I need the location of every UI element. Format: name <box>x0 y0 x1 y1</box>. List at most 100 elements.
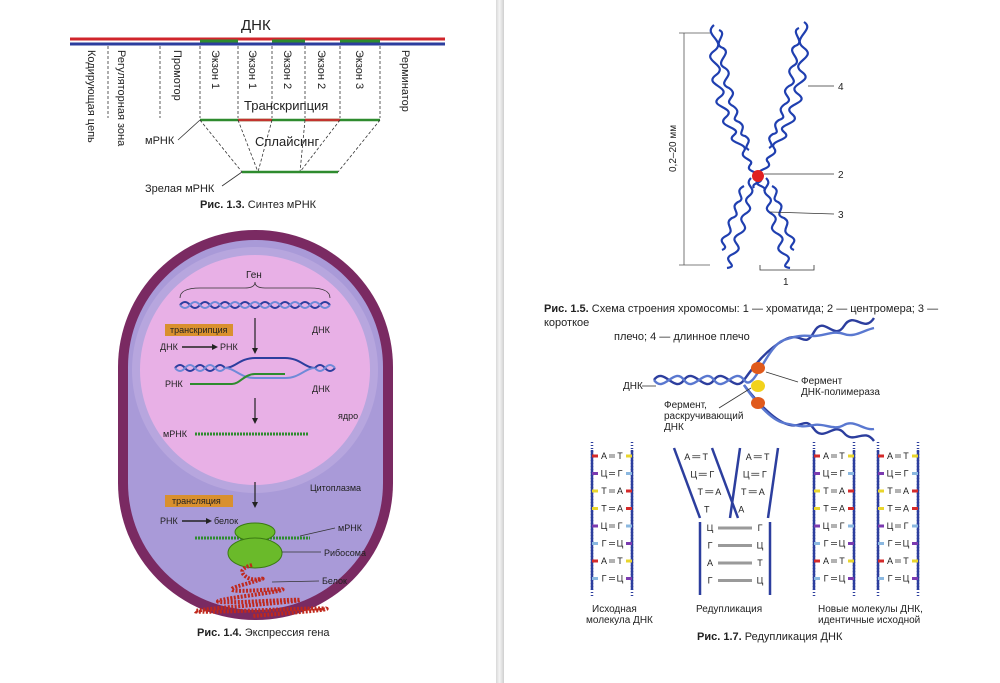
gene-brace <box>179 281 331 299</box>
caption-fig-1-7: Рис. 1.7. Редупликация ДНК <box>697 631 842 643</box>
figure-chromosome: 0,2–20 мм 4 2 3 1 <box>668 21 844 288</box>
left-page: ДНК Кодирующая цепь Регуляторная зона Пр… <box>0 0 496 683</box>
base-letter: А <box>839 486 845 496</box>
base-letter: Ц <box>690 469 697 479</box>
base-letter: Ц <box>617 574 624 584</box>
dna-label-1: ДНК <box>312 325 331 335</box>
base-letter: Ц <box>617 539 624 549</box>
base-letter: Т <box>839 451 845 461</box>
label-1: 1 <box>783 277 789 288</box>
base-letter: Т <box>887 504 893 514</box>
dna-helix-top <box>179 301 331 309</box>
label-replication: Редупликация <box>696 604 762 615</box>
cytoplasm-label: Цитоплазма <box>310 483 361 493</box>
segment-label-exon-2a: Экзон 2 <box>281 50 293 89</box>
base-letter: Ц <box>601 469 608 479</box>
base-letter: Т <box>601 486 607 496</box>
caption-text: Редупликация ДНК <box>744 631 843 643</box>
label-3: 3 <box>838 210 844 221</box>
segment-dividers <box>107 46 381 118</box>
figure-mrna-synthesis: ДНК Кодирующая цепь Регуляторная зона Пр… <box>70 17 445 195</box>
caption-number: Рис. 1.3. <box>200 199 245 211</box>
base-letter: Ц <box>839 539 846 549</box>
chromatid-left <box>709 24 766 270</box>
nucleus <box>140 255 370 485</box>
base-letter: А <box>823 451 829 461</box>
ribosome-label: Рибосома <box>324 548 366 558</box>
base-letter: А <box>601 451 607 461</box>
mature-mrna-pointer <box>221 171 243 187</box>
dna-to-rna-target: РНК <box>220 342 239 352</box>
base-letter: А <box>903 504 909 514</box>
segment-label-terminator: Рерминатор <box>399 50 411 112</box>
base-letter: Ц <box>601 521 608 531</box>
base-letter: Т <box>839 556 845 566</box>
base-letter: А <box>759 487 765 497</box>
figure-dna-replication: ДНК Фермент ДНК-полимераза Фермент, раск… <box>586 317 923 626</box>
transcription-bubble <box>174 357 336 385</box>
caption-number: Рис. 1.4. <box>197 627 242 639</box>
base-letter: Т <box>757 558 763 568</box>
protein-pointer <box>271 580 320 583</box>
transcription-badge-text: транскрипция <box>170 325 228 335</box>
base-letter: Г <box>824 539 829 549</box>
base-letter: Ц <box>903 574 910 584</box>
fork-strand <box>672 447 702 519</box>
base-letter: Т <box>823 486 829 496</box>
base-letter: Ц <box>757 576 764 586</box>
dna-to-rna-arrowhead <box>212 344 218 350</box>
transcription-badge <box>165 324 233 336</box>
pointer-3 <box>769 211 835 215</box>
dna-title: ДНК <box>241 17 271 34</box>
base-letter: Ц <box>823 521 830 531</box>
caption-fig-1-4: Рис. 1.4. Экспрессия гена <box>197 627 330 639</box>
right-page: 0,2–20 мм 4 2 3 1 Рис. 1.5. Схема строен… <box>504 0 1000 683</box>
base-letter: Г <box>888 574 893 584</box>
base-letter: Т <box>698 487 704 497</box>
base-letter: Г <box>618 469 623 479</box>
base-letter: Г <box>602 539 607 549</box>
nucleus-mrna-label: мРНК <box>163 429 188 439</box>
base-letter: Ц <box>757 541 764 551</box>
label-original-line1: Исходная <box>592 604 637 615</box>
unwinding-pointer <box>718 387 752 409</box>
polymerase-pointer <box>765 371 799 383</box>
segment-label-regulatory: Регуляторная зона <box>115 50 127 147</box>
fork-strand <box>710 447 740 519</box>
segment-label-exon-1b: Экзон 1 <box>246 50 258 89</box>
base-letter: Т <box>823 504 829 514</box>
base-letter: Г <box>602 574 607 584</box>
base-letter: Г <box>904 521 909 531</box>
base-letter: А <box>823 556 829 566</box>
base-letter: Г <box>708 576 713 586</box>
label-new-line2: идентичные исходной <box>818 615 920 626</box>
gene-label: Ген <box>246 270 262 281</box>
mrna-pointer <box>299 527 336 537</box>
base-letter: Т <box>887 486 893 496</box>
base-letter: А <box>715 487 721 497</box>
dna-label-2: ДНК <box>312 384 331 394</box>
base-letter: Т <box>704 504 710 514</box>
base-letter: Ц <box>887 469 894 479</box>
base-letter: Ц <box>903 539 910 549</box>
unwinding-line2: раскручивающий <box>664 411 743 422</box>
base-letter: Т <box>601 504 607 514</box>
polymerase-line2: ДНК-полимераза <box>801 387 880 398</box>
mrna-label: мРНК <box>145 135 175 147</box>
base-letter: А <box>738 504 744 514</box>
base-letter: Г <box>888 539 893 549</box>
base-letter: Ц <box>743 469 750 479</box>
dna-to-rna-source: ДНК <box>160 342 179 352</box>
base-letter: А <box>746 452 752 462</box>
base-letter: Г <box>904 469 909 479</box>
base-letter: А <box>601 556 607 566</box>
base-letter: Г <box>709 469 714 479</box>
base-letter: А <box>707 558 713 568</box>
rna-label: РНК <box>165 379 184 389</box>
segment-label-coding-strand: Кодирующая цепь <box>85 50 97 143</box>
base-letter: Т <box>903 451 909 461</box>
rna-to-protein-target: белок <box>214 516 238 526</box>
base-letter: А <box>903 486 909 496</box>
base-letter: А <box>887 451 893 461</box>
